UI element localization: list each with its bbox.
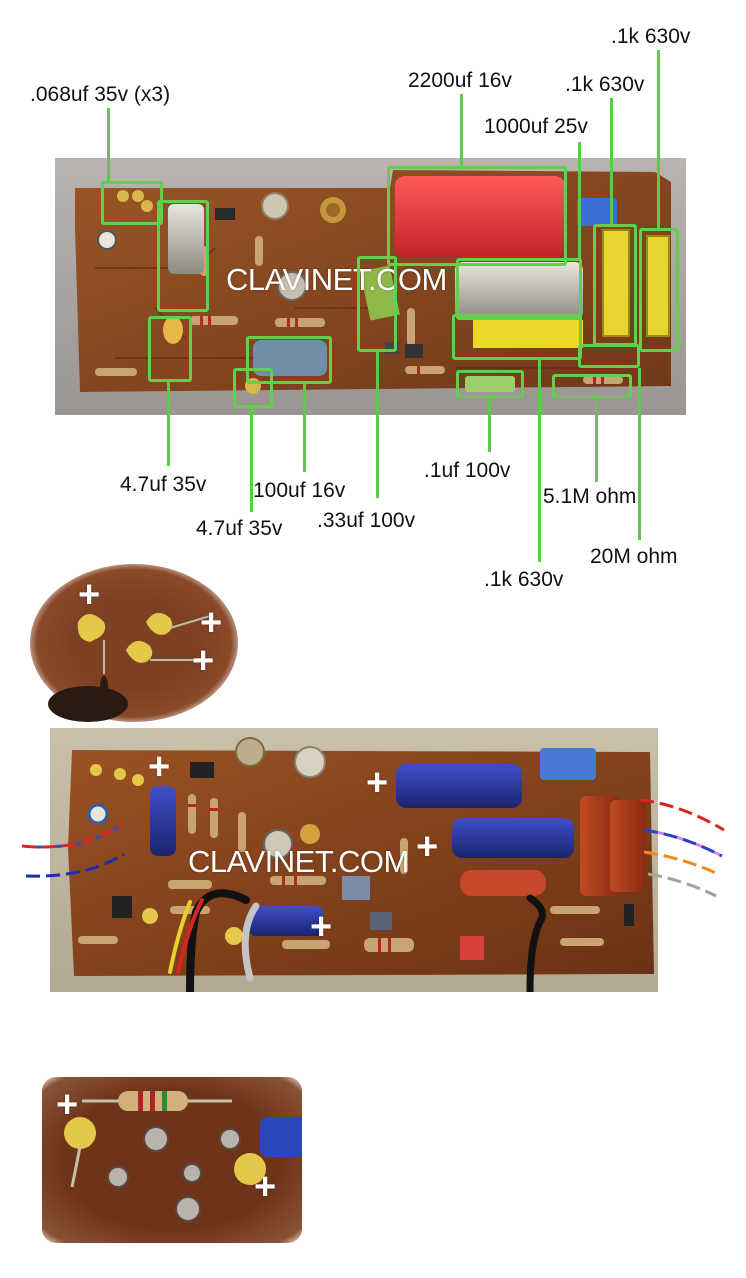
label-068uf: .068uf 35v (x3) xyxy=(30,83,171,106)
highlight-1k-yellow-bottom xyxy=(452,314,582,360)
leader-1000uf xyxy=(578,142,581,260)
label-20m: 20M ohm xyxy=(590,545,678,568)
highlight-1k-a xyxy=(593,224,637,346)
label-47uf-a: 4.7uf 35v xyxy=(120,473,207,496)
label-1uf-100v: .1uf 100v xyxy=(424,459,511,482)
label-100uf: 100uf 16v xyxy=(253,479,346,502)
highlight-33uf xyxy=(357,256,397,352)
watermark-middle: CLAVINET.COM xyxy=(188,844,409,879)
highlight-100uf xyxy=(246,336,332,384)
label-1000uf: 1000uf 25v xyxy=(484,115,588,138)
leader-47uf-a xyxy=(167,382,170,466)
highlight-20m xyxy=(578,344,640,368)
leader-47uf-b xyxy=(250,408,253,512)
middle-pcb-photo xyxy=(50,728,658,992)
label-1k-a: .1k 630v xyxy=(565,73,645,96)
polarity-plus-bottom-1: + xyxy=(56,1084,79,1126)
leader-20m xyxy=(638,368,641,540)
highlight-1000uf xyxy=(456,258,582,320)
polarity-plus-oval-2: + xyxy=(200,602,223,644)
highlight-can-cap xyxy=(157,200,209,312)
watermark-top: CLAVINET.COM xyxy=(226,262,447,297)
leader-1uf xyxy=(488,398,491,452)
polarity-plus-mid-1: + xyxy=(148,746,171,788)
highlight-51m xyxy=(552,374,632,398)
polarity-plus-mid-2: + xyxy=(366,762,389,804)
leader-1k-a xyxy=(610,98,613,224)
polarity-plus-mid-3: + xyxy=(416,826,439,868)
label-1k-b: .1k 630v xyxy=(611,25,691,48)
highlight-1uf xyxy=(456,370,524,398)
leader-51m xyxy=(595,398,598,482)
leader-100uf xyxy=(303,384,306,472)
leader-1k-c xyxy=(538,358,541,562)
polarity-plus-bottom-2: + xyxy=(254,1166,277,1208)
leader-33uf xyxy=(376,352,379,498)
highlight-2200uf xyxy=(387,166,567,266)
highlight-47uf-a xyxy=(148,316,192,382)
label-1k-c: .1k 630v xyxy=(484,568,564,591)
label-47uf-b: 4.7uf 35v xyxy=(196,517,283,540)
leader-2200uf xyxy=(460,94,463,166)
polarity-plus-oval-1: + xyxy=(78,574,101,616)
highlight-1k-b xyxy=(639,228,679,352)
oval-closeup-photo xyxy=(30,564,238,722)
polarity-plus-mid-4: + xyxy=(310,906,333,948)
label-33uf: .33uf 100v xyxy=(317,509,416,532)
leader-1k-b xyxy=(657,50,660,228)
leader-068uf xyxy=(107,108,110,182)
label-2200uf: 2200uf 16v xyxy=(408,69,512,92)
highlight-068uf xyxy=(101,181,163,225)
bottom-closeup-photo xyxy=(42,1077,302,1243)
label-51m: 5.1M ohm xyxy=(543,485,637,508)
highlight-47uf-b xyxy=(233,368,273,408)
polarity-plus-oval-3: + xyxy=(192,640,215,682)
